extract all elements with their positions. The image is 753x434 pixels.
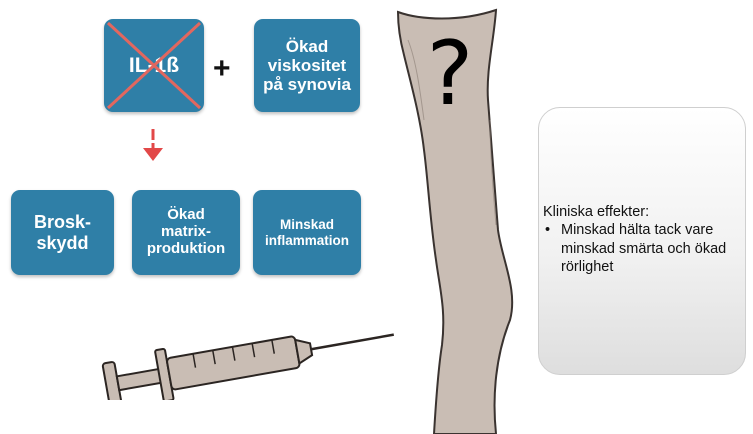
- inflammation-line-2: inflammation: [264, 232, 349, 248]
- viscosity-line-1: Ökad: [285, 36, 329, 56]
- syringe-illustration: [101, 333, 394, 400]
- question-mark: ?: [426, 22, 474, 125]
- matrix-line-3: produktion: [146, 239, 226, 257]
- plus-sign: +: [213, 52, 231, 85]
- viscosity-line-3: på synovia: [263, 75, 351, 95]
- clinical-effects-heading: Kliniska effekter:: [543, 204, 650, 220]
- clinical-effects-list: Minskad hälta tack vare minskad smärta o…: [543, 221, 748, 276]
- cartilage-line-2: skydd: [36, 232, 89, 253]
- inflammation-line-1: Minskad: [279, 217, 334, 233]
- il1b-label: IL-1ß: [128, 53, 180, 77]
- cartilage-protection-box: Brosk- skydd: [11, 190, 114, 275]
- cartilage-line-1: Brosk-: [33, 212, 91, 233]
- bone-illustration: [396, 8, 514, 434]
- viscosity-line-2: viskositet: [267, 55, 347, 75]
- matrix-line-1: Ökad: [167, 206, 205, 224]
- viscosity-box: Ökad viskositet på synovia: [254, 19, 360, 112]
- clinical-effect-item: Minskad hälta tack vare minskad smärta o…: [543, 221, 748, 276]
- down-arrow-icon: [143, 129, 163, 161]
- matrix-line-2: matrix-: [160, 223, 211, 241]
- clinical-effects-text: Kliniska effekter: Minskad hälta tack va…: [543, 203, 748, 277]
- matrix-production-box: Ökad matrix- produktion: [132, 190, 240, 275]
- il1b-box: IL-1ß: [104, 19, 204, 112]
- reduced-inflammation-box: Minskad inflammation: [253, 190, 361, 275]
